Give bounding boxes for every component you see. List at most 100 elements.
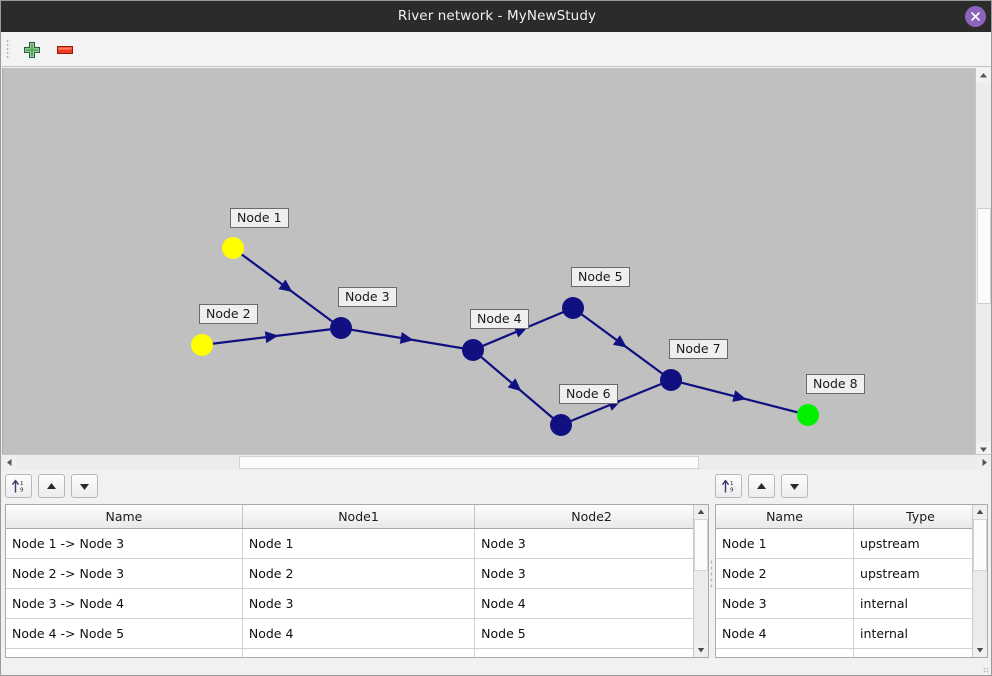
- reach-cell[interactable]: Node 5: [474, 618, 708, 649]
- graph-edge-arrow-icon: [264, 331, 279, 344]
- move-down-icon[interactable]: [71, 474, 98, 498]
- node-cell[interactable]: internal: [853, 588, 987, 619]
- table-row-partial[interactable]: [716, 648, 987, 657]
- node-cell[interactable]: upstream: [853, 528, 987, 559]
- nodes-table-scrollbar[interactable]: [972, 505, 987, 657]
- column-header-node1[interactable]: Node1: [242, 505, 476, 529]
- graph-node-label-node-1[interactable]: Node 1: [230, 208, 289, 228]
- graph-node-node-4[interactable]: [462, 339, 484, 361]
- graph-node-label-node-5[interactable]: Node 5: [571, 267, 630, 287]
- sort-icon[interactable]: 1 9: [715, 474, 742, 498]
- reach-cell[interactable]: Node 4: [242, 618, 476, 649]
- reach-cell[interactable]: Node 1: [242, 528, 476, 559]
- reach-cell[interactable]: Node 3: [474, 558, 708, 589]
- graph-node-label-node-4[interactable]: Node 4: [470, 309, 529, 329]
- move-down-icon[interactable]: [781, 474, 808, 498]
- graph-node-node-3[interactable]: [330, 317, 352, 339]
- network-graph-panel[interactable]: Node 1 Node 2 Node 3 Node 4 Node 5 Node 6 Node…: [2, 68, 991, 457]
- graph-node-node-7[interactable]: [660, 369, 682, 391]
- scroll-right-icon[interactable]: [977, 455, 991, 470]
- column-header-name[interactable]: Name: [6, 505, 243, 529]
- nodes-scroll-down-icon[interactable]: [973, 643, 987, 657]
- reach-cell-empty[interactable]: [242, 648, 476, 657]
- graph-node-node-1[interactable]: [222, 237, 244, 259]
- graph-node-label-node-2[interactable]: Node 2: [199, 304, 258, 324]
- reaches-scroll-track[interactable]: [694, 519, 708, 643]
- reach-cell[interactable]: Node 2: [242, 558, 476, 589]
- window-title: River network - MyNewStudy: [397, 8, 597, 24]
- vertical-splitter[interactable]: [710, 471, 714, 675]
- graph-node-label-node-8[interactable]: Node 8: [806, 374, 865, 394]
- graph-node-label-node-6[interactable]: Node 6: [559, 384, 618, 404]
- reach-cell[interactable]: Node 3 -> Node 4: [6, 588, 243, 619]
- graph-edge-arrow-icon: [507, 378, 522, 392]
- graph-node-label-node-7[interactable]: Node 7: [669, 339, 728, 359]
- scroll-up-icon[interactable]: [976, 68, 991, 83]
- sort-icon[interactable]: 1 9: [5, 474, 32, 498]
- graph-vscroll-track[interactable]: [976, 83, 991, 442]
- graph-vertical-scrollbar[interactable]: [975, 68, 991, 457]
- node-cell[interactable]: Node 3: [716, 588, 855, 619]
- reaches-scroll-down-icon[interactable]: [694, 643, 708, 657]
- node-cell[interactable]: upstream: [853, 558, 987, 589]
- scroll-down-icon[interactable]: [976, 442, 991, 457]
- move-up-icon[interactable]: [748, 474, 775, 498]
- nodes-scroll-up-icon[interactable]: [973, 505, 987, 519]
- node-cell-empty[interactable]: [716, 648, 855, 657]
- reaches-scroll-up-icon[interactable]: [694, 505, 708, 519]
- svg-text:1: 1: [20, 481, 24, 487]
- graph-hscroll-thumb[interactable]: [239, 456, 699, 469]
- green-plus-icon[interactable]: [21, 39, 43, 61]
- column-header-name[interactable]: Name: [716, 505, 855, 529]
- reach-cell[interactable]: Node 3: [474, 528, 708, 559]
- node-cell[interactable]: Node 1: [716, 528, 855, 559]
- graph-edge-arrow-icon: [399, 332, 414, 344]
- reaches-table-scrollbar[interactable]: [693, 505, 708, 657]
- window-titlebar: River network - MyNewStudy: [1, 1, 991, 32]
- reach-cell-empty[interactable]: [6, 648, 243, 657]
- graph-vscroll-thumb[interactable]: [977, 208, 991, 304]
- reach-cell[interactable]: Node 4: [474, 588, 708, 619]
- node-cell[interactable]: Node 2: [716, 558, 855, 589]
- graph-node-node-5[interactable]: [562, 297, 584, 319]
- node-cell[interactable]: internal: [853, 618, 987, 649]
- resize-grip[interactable]: [983, 667, 989, 673]
- reach-cell[interactable]: Node 1 -> Node 3: [6, 528, 243, 559]
- reach-cell[interactable]: Node 4 -> Node 5: [6, 618, 243, 649]
- nodes-scroll-track[interactable]: [973, 519, 987, 643]
- graph-horizontal-scrollbar[interactable]: [2, 454, 991, 470]
- node-cell-empty[interactable]: [853, 648, 987, 657]
- nodes-scroll-thumb[interactable]: [973, 519, 987, 571]
- graph-node-label-node-3[interactable]: Node 3: [338, 287, 397, 307]
- reach-cell[interactable]: Node 2 -> Node 3: [6, 558, 243, 589]
- red-minus-icon[interactable]: [54, 39, 76, 61]
- graph-node-node-8[interactable]: [797, 404, 819, 426]
- move-up-icon[interactable]: [38, 474, 65, 498]
- graph-node-node-2[interactable]: [191, 334, 213, 356]
- node-cell[interactable]: Node 4: [716, 618, 855, 649]
- network-graph-canvas[interactable]: [3, 68, 978, 457]
- reach-cell-empty[interactable]: [474, 648, 708, 657]
- table-row-partial[interactable]: [6, 648, 708, 657]
- close-icon[interactable]: [965, 6, 986, 27]
- scroll-left-icon[interactable]: [2, 455, 17, 470]
- column-header-node2[interactable]: Node2: [474, 505, 708, 529]
- graph-node-node-6[interactable]: [550, 414, 572, 436]
- column-header-type[interactable]: Type: [853, 505, 987, 529]
- reach-cell[interactable]: Node 3: [242, 588, 476, 619]
- toolbar-drag-handle[interactable]: [6, 39, 10, 59]
- graph-hscroll-track[interactable]: [17, 455, 977, 470]
- reaches-scroll-thumb[interactable]: [694, 519, 708, 571]
